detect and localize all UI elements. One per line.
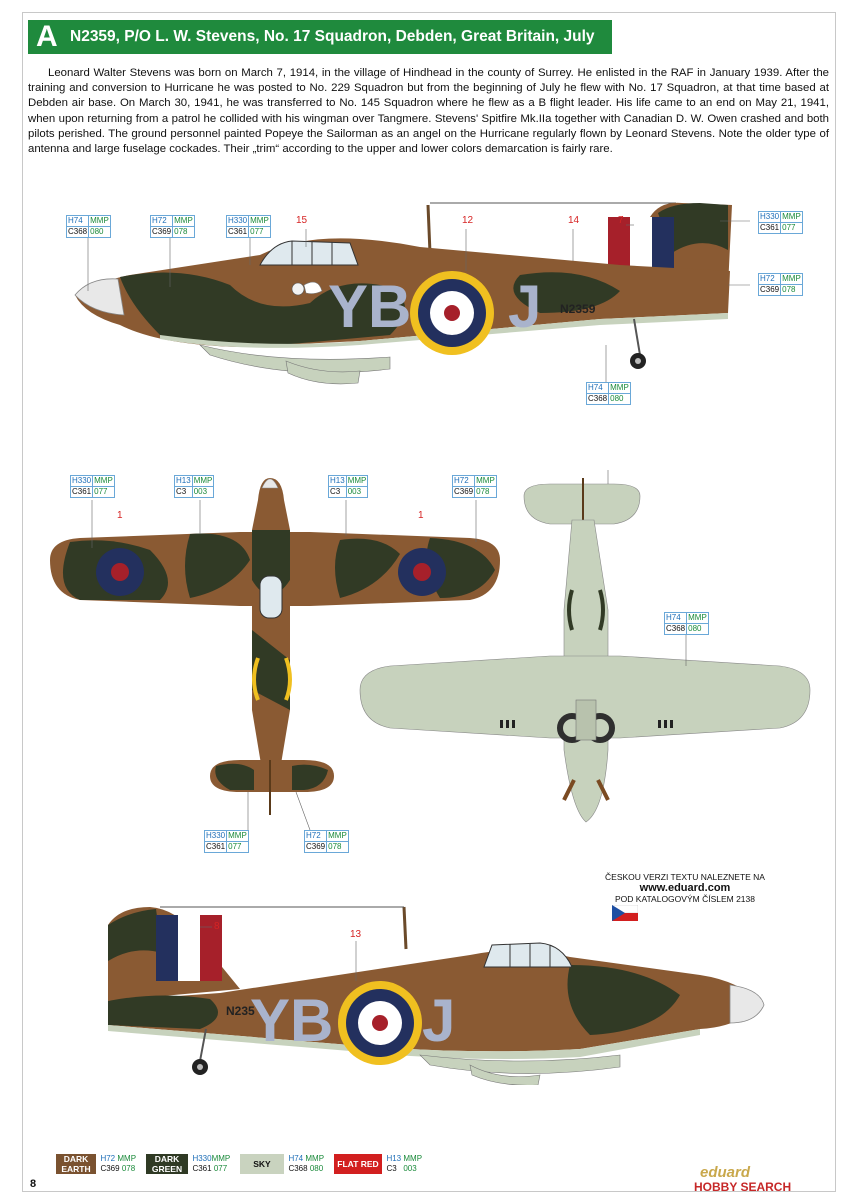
marking-number-15: 15 xyxy=(296,215,308,226)
czech-version-note: ČESKOU VERZI TEXTU NALEZNETE NA www.edua… xyxy=(600,872,770,905)
eduard-website-link[interactable]: www.eduard.com xyxy=(639,882,731,894)
marking-number-12: 12 xyxy=(462,215,474,226)
marking-number-1-right: 1 xyxy=(418,510,424,521)
biography-text: Leonard Walter Stevens was born on March… xyxy=(28,67,829,156)
code-letters-left: YB xyxy=(328,273,411,340)
legend-swatch-flat-red: FLAT RED xyxy=(334,1154,382,1174)
marking-number-14: 14 xyxy=(568,215,580,226)
legend-codes-dark-earth: H72 MMP C369 078 xyxy=(100,1154,137,1173)
legend-flat-red: FLAT RED H13 MMP C3 003 xyxy=(334,1154,422,1174)
czech-note-line1: ČESKOU VERZI TEXTU NALEZNETE NA xyxy=(605,872,765,882)
side-view-starboard: N235 YB J xyxy=(108,906,765,1085)
legend-swatch-sky: SKY xyxy=(240,1154,284,1174)
czech-flag-icon xyxy=(612,905,638,921)
scheme-letter: A xyxy=(36,20,58,53)
scheme-title: N2359, P/O L. W. Stevens, No. 17 Squadro… xyxy=(70,28,595,79)
marking-number-13: 13 xyxy=(350,929,362,940)
code-letter-right: J xyxy=(508,273,541,340)
side-view-port: YB J N2359 xyxy=(74,202,750,385)
legend-codes-dark-green: H330MMP C361 077 xyxy=(192,1154,231,1173)
legend-codes-sky: H74 MMP C368 080 xyxy=(288,1154,325,1173)
hobby-search-watermark: HOBBY SEARCH xyxy=(694,1180,792,1194)
eduard-logo: eduard xyxy=(700,1164,751,1181)
serial-number: N2359 xyxy=(560,302,596,316)
top-view xyxy=(50,478,500,830)
code-letter-right-starboard: J xyxy=(422,987,455,1054)
marking-number-7: 7 xyxy=(618,215,624,226)
legend-sky: SKY H74 MMP C368 080 xyxy=(240,1154,324,1174)
page-number: 8 xyxy=(30,1178,37,1190)
pilot-biography: Leonard Walter Stevens was born on March… xyxy=(28,66,829,157)
marking-number-8: 8 xyxy=(214,921,220,932)
serial-number-partial: N235 xyxy=(226,1004,255,1018)
bottom-view xyxy=(359,470,811,823)
code-letters-left-starboard: YB xyxy=(250,987,333,1054)
marking-number-1-left: 1 xyxy=(117,510,123,521)
legend-codes-flat-red: H13 MMP C3 003 xyxy=(386,1154,423,1173)
page-border xyxy=(22,12,836,1192)
scheme-header: A N2359, P/O L. W. Stevens, No. 17 Squad… xyxy=(28,20,612,79)
czech-note-line3: POD KATALOGOVÝM ČÍSLEM 2138 xyxy=(615,894,755,904)
